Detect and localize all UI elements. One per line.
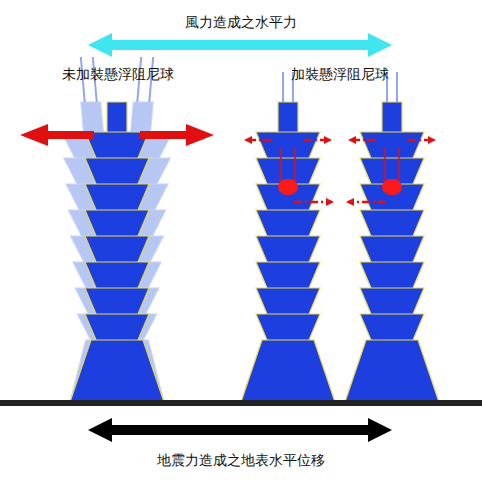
ground-line: [0, 400, 482, 406]
wind-arrow: [88, 33, 392, 57]
damped-tower: [345, 72, 439, 402]
tower-label: 未加裝懸浮阻尼球: [62, 66, 174, 83]
wind-force-label: 風力造成之水平力: [185, 14, 297, 31]
left-tower: [44, 57, 190, 402]
sway-arrow: [20, 124, 94, 146]
sway-arrow: [140, 124, 214, 146]
earthquake-label: 地震力造成之地表水平位移: [157, 452, 325, 469]
damped-tower: [241, 72, 335, 402]
tower-label: 加裝懸浮阻尼球: [291, 66, 389, 83]
ground-motion-arrow: [88, 418, 392, 442]
